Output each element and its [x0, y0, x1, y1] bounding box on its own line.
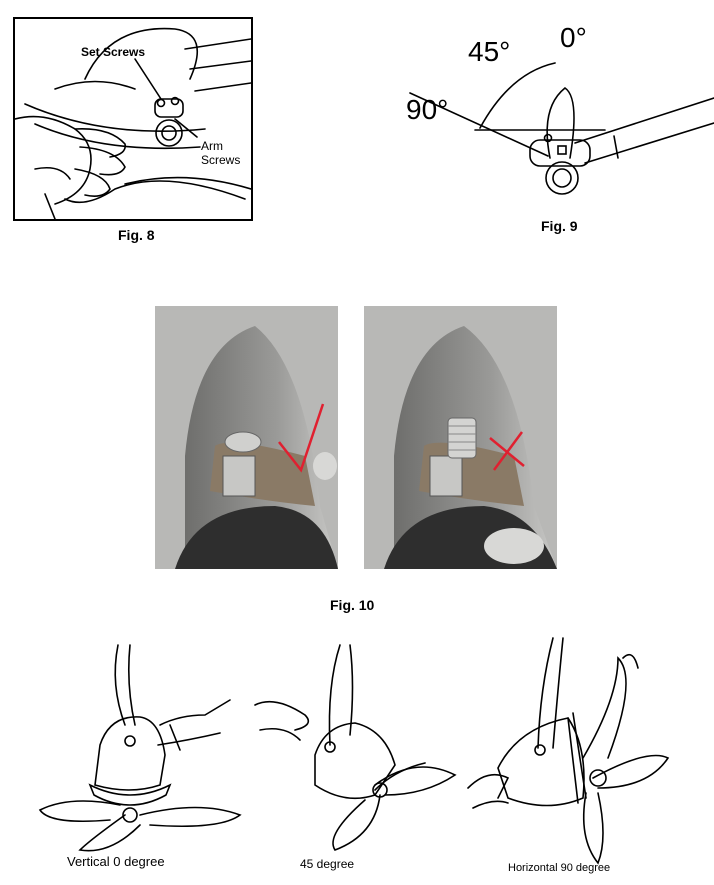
fig9-drawing: [409, 62, 714, 195]
angle-45-label: 45°: [468, 36, 511, 67]
arm-screws-line1: Arm: [201, 139, 223, 153]
fig9-illustration: 45° 0° 90°: [400, 18, 714, 218]
cross-icon: [489, 431, 525, 471]
fig9-caption: Fig. 9: [541, 218, 578, 234]
fan-horizontal-illustration: [467, 637, 714, 865]
arm-screws-line2: Screws: [201, 153, 241, 167]
fan-vertical-illustration: [30, 644, 250, 855]
fig8-drawing: [15, 27, 251, 219]
fan-45-illustration: [254, 644, 457, 855]
fig10-photo-wrong: [364, 306, 557, 569]
fig10-photo-correct-drawing: [155, 306, 338, 569]
fan-vertical-drawing: [38, 644, 242, 852]
fig10-photo-wrong-drawing: [364, 306, 557, 569]
angle-90-label: 90°: [406, 94, 449, 125]
position-45-label: 45 degree: [300, 857, 355, 871]
fig10-photo-correct: [155, 306, 338, 569]
fig8-illustration: Set Screws Arm Screws: [13, 17, 253, 221]
fan-horizontal-drawing: [467, 637, 670, 865]
position-horizontal-label: Horizontal 90 degree: [508, 862, 611, 874]
fig8-caption: Fig. 8: [118, 227, 155, 243]
set-screws-label: Set Screws: [81, 45, 146, 59]
fan-45-drawing: [254, 644, 457, 851]
position-vertical-label: Vertical 0 degree: [67, 854, 165, 869]
checkmark-icon: [278, 403, 325, 473]
fig10-caption: Fig. 10: [330, 597, 375, 613]
arm-screws-label: Arm Screws: [201, 139, 240, 167]
angle-0-label: 0°: [560, 22, 587, 53]
